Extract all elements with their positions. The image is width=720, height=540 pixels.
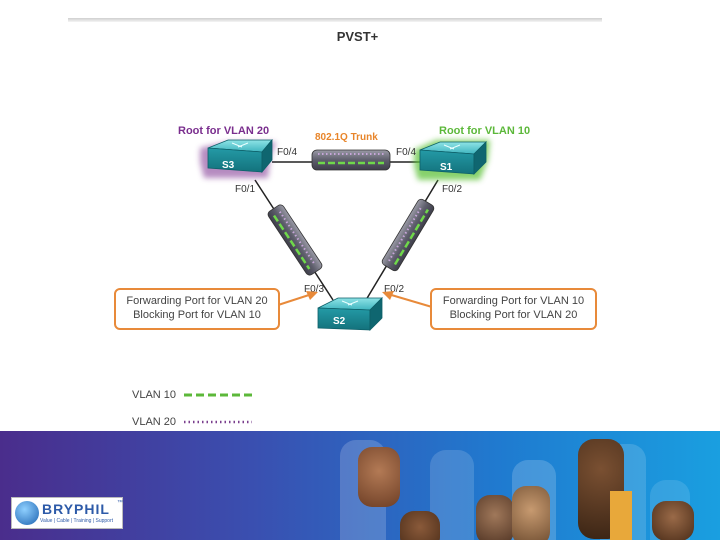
legend-vlan10-label: VLAN 10: [132, 389, 177, 401]
port-s3-f01: F0/1: [235, 184, 255, 195]
logo-tagline: Value | Cable | Training | Support: [40, 518, 114, 524]
legend-vlan20-label: VLAN 20: [132, 416, 177, 428]
port-s1-f04: F0/4: [396, 147, 416, 158]
port-s2-f02: F0/2: [384, 284, 404, 295]
page-title: PVST+: [336, 29, 379, 44]
globe-icon: [15, 501, 39, 525]
port-s3-f04: F0/4: [277, 147, 297, 158]
photo-accent-yellow: [610, 491, 632, 540]
photo-person-3: [476, 495, 514, 540]
logo-trademark: ™: [117, 500, 123, 506]
trunk-tube-right: [381, 198, 435, 272]
callout-left: Forwarding Port for VLAN 20 Blocking Por…: [114, 288, 280, 330]
callout-arrow-right: [382, 291, 433, 308]
switch-s1-label: S1: [440, 162, 453, 173]
photo-person-4: [512, 486, 550, 540]
trunk-tube-left: [267, 204, 323, 276]
root-vlan20-label: Root for VLAN 20: [178, 125, 269, 137]
switch-s2: S2: [317, 297, 383, 331]
callout-right-line1: Forwarding Port for VLAN 10: [442, 295, 585, 307]
callout-left-line2: Blocking Port for VLAN 10: [133, 309, 261, 321]
port-s1-f02: F0/2: [442, 184, 462, 195]
callout-left-line1: Forwarding Port for VLAN 20: [126, 295, 268, 307]
header-rule: [68, 18, 602, 22]
root-vlan10-label: Root for VLAN 10: [439, 125, 530, 137]
switch-s3-label: S3: [222, 160, 235, 171]
photo-person-6: [652, 501, 694, 540]
trunk-tube-top: [311, 149, 391, 171]
callout-right: Forwarding Port for VLAN 10 Blocking Por…: [430, 288, 597, 330]
callout-right-line2: Blocking Port for VLAN 20: [449, 309, 578, 321]
switch-s2-label: S2: [333, 316, 346, 327]
bryphil-logo: BRYPHIL ™ Value | Cable | Training | Sup…: [11, 497, 123, 529]
switch-s1: S1: [414, 140, 490, 180]
switch-s3: S3: [200, 138, 276, 178]
trunk-label: 802.1Q Trunk: [315, 132, 378, 143]
photo-person-1: [358, 447, 400, 507]
logo-name: BRYPHIL: [42, 501, 110, 517]
port-s2-f03: F0/3: [304, 284, 324, 295]
photo-person-2: [400, 511, 440, 540]
